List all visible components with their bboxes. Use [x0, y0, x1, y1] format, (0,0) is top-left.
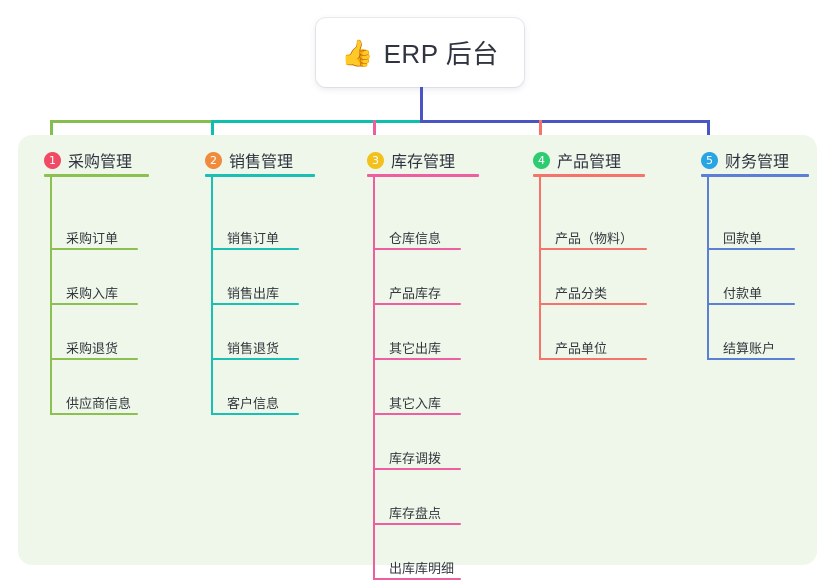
leaf-item-label[interactable]: 采购入库 [66, 286, 119, 301]
branch-spine [707, 177, 709, 360]
branch-title: 财务管理 [725, 154, 790, 171]
leaf-item-label[interactable]: 付款单 [723, 286, 763, 301]
leaf-item-label[interactable]: 产品单位 [555, 341, 608, 356]
branch-number-badge: 2 [205, 151, 222, 169]
branch-header-4[interactable]: 4 产品管理 [533, 148, 621, 172]
leaf-item-label[interactable]: 产品库存 [389, 286, 442, 301]
leaf-item-rule [539, 248, 647, 250]
leaf-item-rule [50, 413, 138, 415]
leaf-item-rule [707, 248, 795, 250]
leaf-item-label[interactable]: 出库库明细 [389, 561, 455, 576]
branch-spine [373, 177, 375, 580]
leaf-item-label[interactable]: 库存盘点 [389, 506, 442, 521]
branch-header-2[interactable]: 2 销售管理 [205, 148, 293, 172]
leaf-item-rule [373, 468, 461, 470]
leaf-item-rule [50, 303, 138, 305]
leaf-item-label[interactable]: 销售出库 [227, 286, 280, 301]
leaf-item-label[interactable]: 销售订单 [227, 231, 280, 246]
leaf-item-label[interactable]: 采购退货 [66, 341, 119, 356]
leaf-item-rule [211, 358, 299, 360]
leaf-item-rule [539, 358, 647, 360]
leaf-item-rule [211, 303, 299, 305]
branch-header-3[interactable]: 3 库存管理 [367, 148, 455, 172]
thumbs-up-icon: 👍 [341, 37, 374, 68]
root-stem [420, 87, 423, 123]
branch-header-rule [701, 174, 809, 177]
leaf-item-label[interactable]: 采购订单 [66, 231, 119, 246]
leaf-item-label[interactable]: 销售退货 [227, 341, 280, 356]
leaf-item-rule [373, 578, 461, 580]
branch-header-rule [533, 174, 645, 177]
leaf-item-rule [373, 523, 461, 525]
branch-title: 销售管理 [229, 154, 294, 171]
leaf-item-rule [211, 413, 299, 415]
branch-header-rule [367, 174, 479, 177]
leaf-item-label[interactable]: 供应商信息 [66, 396, 132, 411]
leaf-item-label[interactable]: 产品（物料） [555, 231, 634, 246]
branch-number-badge: 3 [367, 151, 384, 169]
leaf-item-rule [373, 248, 461, 250]
branch-header-rule [44, 174, 149, 177]
root-title: ERP 后台 [383, 39, 499, 69]
branch-spine [539, 177, 541, 360]
leaf-item-label[interactable]: 仓库信息 [389, 231, 442, 246]
leaf-item-label[interactable]: 结算账户 [723, 341, 776, 356]
bus-segment-1 [50, 120, 211, 123]
leaf-item-rule [707, 303, 795, 305]
bus-segment-2 [211, 120, 420, 123]
branch-number-badge: 4 [533, 151, 550, 169]
leaf-item-rule [707, 358, 795, 360]
leaf-item-label[interactable]: 回款单 [723, 231, 763, 246]
leaf-item-rule [211, 248, 299, 250]
branch-header-1[interactable]: 1 采购管理 [44, 148, 132, 172]
leaf-item-label[interactable]: 其它入库 [389, 396, 442, 411]
branch-number-badge: 5 [701, 151, 718, 169]
branch-header-5[interactable]: 5 财务管理 [701, 148, 789, 172]
root-node[interactable]: 👍 ERP 后台 [316, 18, 524, 87]
branch-title: 产品管理 [557, 154, 622, 171]
branches-panel: 1 采购管理采购订单采购入库采购退货供应商信息 2 销售管理销售订单销售出库销售退货客… [18, 135, 817, 580]
branch-title: 库存管理 [391, 154, 456, 171]
branch-spine [50, 177, 52, 415]
leaf-item-rule [50, 358, 138, 360]
branch-header-rule [205, 174, 315, 177]
leaf-item-rule [373, 413, 461, 415]
leaf-item-rule [50, 248, 138, 250]
bus-segment-3 [420, 120, 709, 123]
leaf-item-label[interactable]: 产品分类 [555, 286, 608, 301]
leaf-item-label[interactable]: 库存调拨 [389, 451, 442, 466]
leaf-item-label[interactable]: 客户信息 [227, 396, 280, 411]
leaf-item-rule [373, 303, 461, 305]
branch-spine [211, 177, 213, 415]
leaf-item-rule [373, 358, 461, 360]
leaf-item-label[interactable]: 其它出库 [389, 341, 442, 356]
branch-title: 采购管理 [68, 154, 133, 171]
branch-number-badge: 1 [44, 151, 61, 169]
leaf-item-rule [539, 303, 647, 305]
